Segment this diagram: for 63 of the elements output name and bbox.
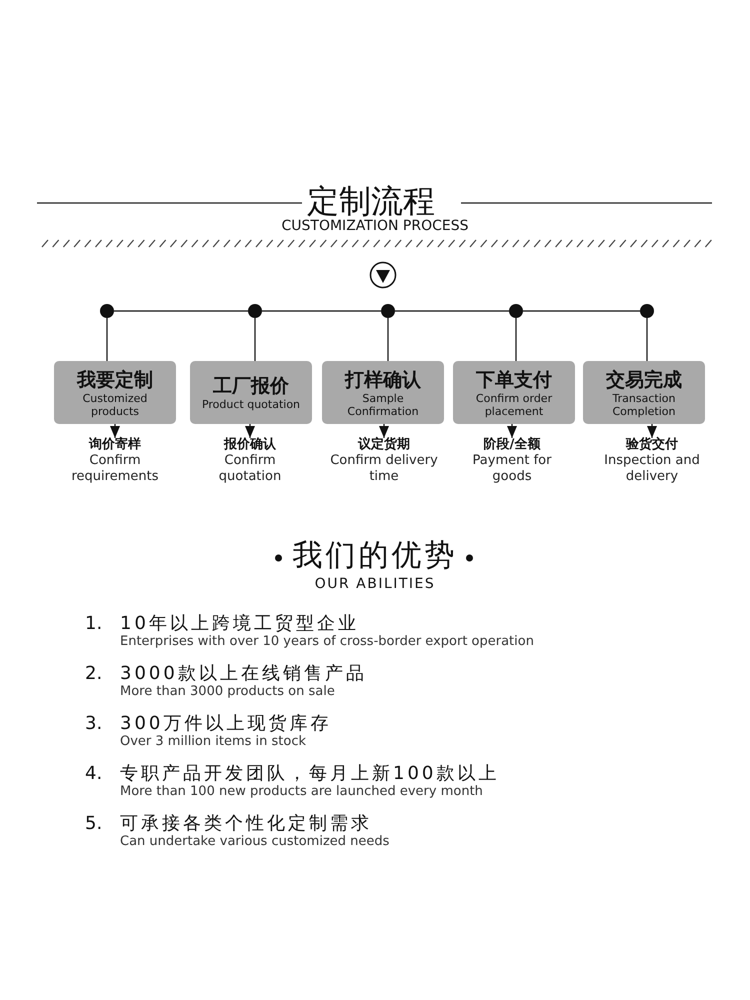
- step-title: 工厂报价: [213, 374, 289, 398]
- section-subtitle: OUR ABILITIES: [314, 576, 436, 593]
- step-title: 打样确认: [345, 368, 421, 392]
- step-detail-text: Payment for goods: [472, 453, 552, 485]
- timeline-dot: [100, 304, 114, 318]
- step-subtitle: Customized products: [82, 392, 148, 418]
- step-box: [583, 361, 705, 424]
- arrow: [245, 424, 255, 438]
- step-title: 下单支付: [476, 368, 552, 392]
- list-item-heading: 10年以上跨境工贸型企业: [120, 613, 359, 635]
- list-number: 2.: [85, 663, 102, 685]
- step-subtitle: Sample Confirmation: [346, 392, 420, 418]
- timeline-dot: [509, 304, 523, 318]
- timeline-dot: [248, 304, 262, 318]
- step-detail-title: 议定货期: [356, 437, 411, 453]
- step-subtitle: Confirm order placement: [474, 392, 554, 418]
- list-item-heading: 3000款以上在线销售产品: [120, 663, 367, 685]
- step-title: 交易完成: [606, 368, 682, 392]
- connector-line: [262, 310, 381, 312]
- connector-line: [106, 318, 108, 361]
- step-title: 我要定制: [77, 368, 153, 392]
- section-title: 定制流程: [307, 181, 435, 220]
- list-number: 3.: [85, 713, 102, 735]
- step-detail-text: Confirm quotation: [218, 453, 282, 485]
- arrow: [110, 424, 120, 438]
- list-item-heading: 300万件以上现货库存: [120, 713, 332, 735]
- step-box: [54, 361, 176, 424]
- step-detail-title: 阶段/全额: [482, 437, 542, 453]
- list-number: 4.: [85, 763, 102, 785]
- connector-line: [523, 310, 640, 312]
- step-detail-text: Confirm requirements: [70, 453, 160, 485]
- timeline-dot: [381, 304, 395, 318]
- list-item-heading: 专职产品开发团队，每月上新100款以上: [120, 763, 500, 785]
- arrow: [647, 424, 657, 438]
- timeline-dot: [640, 304, 654, 318]
- list-item-description: Over 3 million items in stock: [120, 734, 306, 750]
- step-subtitle: Product quotation: [200, 398, 302, 411]
- connector-line: [515, 318, 517, 361]
- list-item-description: Enterprises with over 10 years of cross-border export operation: [120, 634, 534, 650]
- connector-line: [254, 318, 256, 361]
- list-item-description: More than 3000 products on sale: [120, 684, 335, 700]
- list-number: 1.: [85, 613, 102, 635]
- step-box: [322, 361, 444, 424]
- list-item-description: Can undertake various customized needs: [120, 834, 390, 850]
- connector-line: [114, 310, 248, 312]
- connector-line: [395, 310, 509, 312]
- step-detail-title: 询价寄样: [88, 437, 142, 453]
- section-subtitle: CUSTOMIZATION PROCESS: [282, 218, 468, 235]
- step-box: [453, 361, 575, 424]
- arrow: [507, 424, 517, 438]
- list-number: 5.: [85, 813, 102, 835]
- step-detail-text: Inspection and delivery: [603, 453, 701, 485]
- list-item-description: More than 100 new products are launched every month: [120, 784, 483, 800]
- step-detail-title: 报价确认: [222, 437, 277, 453]
- section-title: 我们的优势: [292, 538, 458, 574]
- step-subtitle: Transaction Completion: [611, 392, 676, 418]
- step-box: [190, 361, 312, 424]
- step-detail-title: 验货交付: [624, 437, 679, 453]
- step-detail-text: Confirm delivery time: [330, 453, 438, 485]
- connector-line: [646, 318, 648, 361]
- list-item-heading: 可承接各类个性化定制需求: [120, 813, 372, 835]
- arrow: [379, 424, 389, 438]
- connector-line: [387, 318, 389, 361]
